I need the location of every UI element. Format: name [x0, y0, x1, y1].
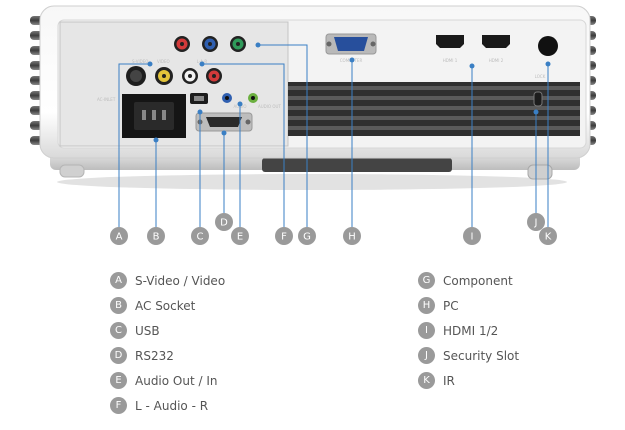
legend-label: Security Slot — [443, 348, 520, 363]
marker-letter: J — [534, 218, 538, 229]
callout-dot-h — [349, 57, 355, 63]
marker-badge-g: G — [298, 227, 316, 245]
callout-badges: A B C DE F G H I JK — [110, 213, 557, 245]
callout-dot-c — [197, 109, 203, 115]
callout-lines — [118, 42, 551, 227]
marker-badge-d: D — [215, 213, 233, 231]
marker-badge-k: K — [539, 227, 557, 245]
marker-badge-h: H — [343, 227, 361, 245]
legend-label: Component — [443, 273, 513, 288]
label-audio-out: AUDIO OUT — [258, 104, 281, 109]
label-ac-in: AC-INLET — [97, 97, 116, 102]
callout-dot-d — [221, 130, 227, 136]
legend-badge: D — [110, 347, 127, 364]
marker-badge-c: C — [191, 227, 209, 245]
legend-label: AC Socket — [135, 298, 196, 313]
callout-dot-e — [237, 101, 243, 107]
legend-item-c: C USB — [110, 318, 310, 343]
callout-dot-g — [255, 42, 261, 48]
foot-left — [59, 164, 85, 178]
ir-receiver — [538, 36, 558, 56]
foot-right — [527, 164, 553, 180]
svideo-video-ports — [126, 66, 173, 86]
legend-badge: C — [110, 322, 127, 339]
marker-badge-a: A — [110, 227, 128, 245]
rear-vent — [288, 82, 580, 136]
marker-badge-j: J — [527, 213, 545, 231]
callout-dot-a — [147, 61, 153, 67]
legend-badge: B — [110, 297, 127, 314]
legend-label: Audio Out / In — [135, 373, 218, 388]
bottom-vent — [262, 158, 452, 172]
marker-letter: K — [545, 232, 552, 243]
callout-dot-i — [469, 63, 475, 69]
marker-letter: D — [220, 218, 228, 229]
legend-badge: I — [418, 322, 435, 339]
callout-dot-f — [199, 61, 205, 67]
legend-item-d: D RS232 — [110, 343, 310, 368]
legend-label: HDMI 1/2 — [443, 323, 499, 338]
vga-port — [325, 33, 377, 55]
legend-item-i: I HDMI 1/2 — [418, 318, 618, 343]
rs232-port — [195, 112, 253, 132]
legend-label: PC — [443, 298, 459, 313]
callout-dot-b — [153, 137, 159, 143]
marker-letter: E — [237, 232, 243, 243]
marker-badge-e: E — [231, 227, 249, 245]
legend-label: S-Video / Video — [135, 273, 226, 288]
legend-badge: J — [418, 347, 435, 364]
ac-socket — [122, 94, 186, 138]
marker-letter: H — [348, 232, 356, 243]
legend-badge: E — [110, 372, 127, 389]
callout-line-g — [258, 44, 308, 227]
callout-dot-j — [533, 109, 539, 115]
legend-badge: K — [418, 372, 435, 389]
legend-item-e: E Audio Out / In — [110, 368, 310, 393]
marker-badge-b: B — [147, 227, 165, 245]
marker-letter: C — [197, 232, 204, 243]
legend-badge: G — [418, 272, 435, 289]
legend-item-j: J Security Slot — [418, 343, 618, 368]
label-hdmi2: HDMI 2 — [489, 58, 504, 63]
audio-lr-ports — [182, 68, 222, 84]
legend-badge: H — [418, 297, 435, 314]
legend-item-g: G Component — [418, 268, 618, 293]
legend-item-k: K IR — [418, 368, 618, 393]
legend-badge: A — [110, 272, 127, 289]
marker-letter: G — [303, 232, 311, 243]
legend-item-h: H PC — [418, 293, 618, 318]
label-svideo: S-VIDEO — [132, 59, 148, 64]
legend-badge: F — [110, 397, 127, 414]
marker-letter: A — [116, 232, 123, 243]
marker-badge-i: I — [463, 227, 481, 245]
legend-item-a: A S-Video / Video — [110, 268, 310, 293]
callout-line-a — [118, 63, 150, 227]
legend-item-f: F L - Audio - R — [110, 393, 310, 418]
hdmi-ports — [436, 35, 510, 48]
label-lar: L-A-R — [197, 59, 208, 64]
audio-jacks — [222, 93, 258, 103]
component-ports — [174, 36, 246, 52]
floor-shadow — [57, 174, 567, 190]
marker-letter: B — [153, 232, 160, 243]
callout-dot-k — [545, 61, 551, 67]
legend-label: USB — [135, 323, 160, 338]
legend-item-b: B AC Socket — [110, 293, 310, 318]
legend-label: L - Audio - R — [135, 398, 209, 413]
legend-label: RS232 — [135, 348, 174, 363]
label-lock: LOCK — [535, 74, 546, 79]
marker-badge-f: F — [275, 227, 293, 245]
legend-label: IR — [443, 373, 455, 388]
label-hdmi1: HDMI 1 — [443, 58, 458, 63]
marker-letter: I — [471, 232, 474, 243]
label-video: VIDEO — [157, 59, 170, 64]
security-slot — [533, 91, 543, 107]
usb-port-inner — [194, 96, 204, 101]
callout-line-f — [202, 63, 285, 227]
marker-letter: F — [281, 232, 287, 243]
